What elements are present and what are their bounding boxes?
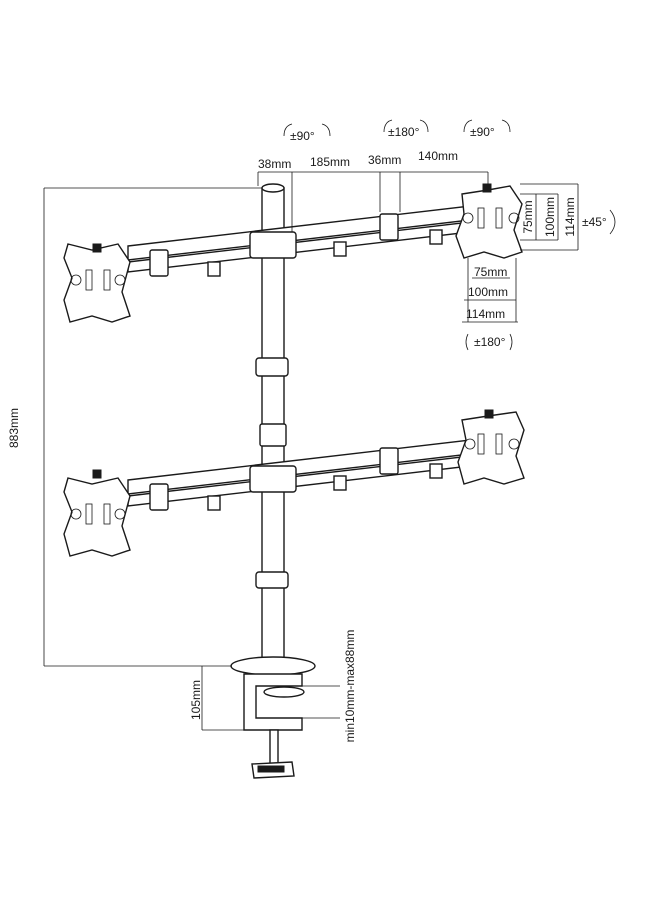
dim-arm-offset: 38mm [258,157,291,171]
center-pole [255,183,289,667]
vesa-plate-bottom-left [63,469,131,557]
vesa-plate-top-right [455,183,523,259]
dim-vesa-h-large: 114mm [466,307,505,321]
dimension-lines [43,119,616,731]
dimension-labels: 38mm 185mm 36mm 140mm 883mm 105mm min10m… [7,149,577,742]
vesa-plate-bottom-right [457,409,525,485]
rot-arm-center-swivel: ±180° [388,125,420,139]
dim-arm-seg2: 36mm [368,153,401,167]
vesa-plate-top-left [63,243,131,323]
dim-total-height: 883mm [7,408,21,448]
lower-arm [127,439,471,511]
dim-desk-thickness: min10mm-max88mm [343,630,357,743]
rot-tilt: ±45° [582,215,607,229]
dim-arm-seg3: 140mm [418,149,458,163]
dim-vesa-v-large: 114mm [563,197,577,236]
dim-vesa-h-small: 75mm [474,265,507,279]
dim-clamp-depth: 105mm [189,680,203,720]
rot-arm-swivel: ±90° [290,129,315,143]
rotation-labels: ±90° ±180° ±90° ±45° ±180° [290,125,607,349]
dim-vesa-v-medium: 100mm [543,197,557,237]
dim-vesa-v-small: 75mm [521,200,535,233]
rot-rotation: ±180° [474,335,506,349]
rot-head-swivel: ±90° [470,125,495,139]
desk-clamp [230,656,316,779]
dim-vesa-h-medium: 100mm [468,285,508,299]
dim-arm-seg1: 185mm [310,155,350,169]
upper-arm [127,205,471,277]
